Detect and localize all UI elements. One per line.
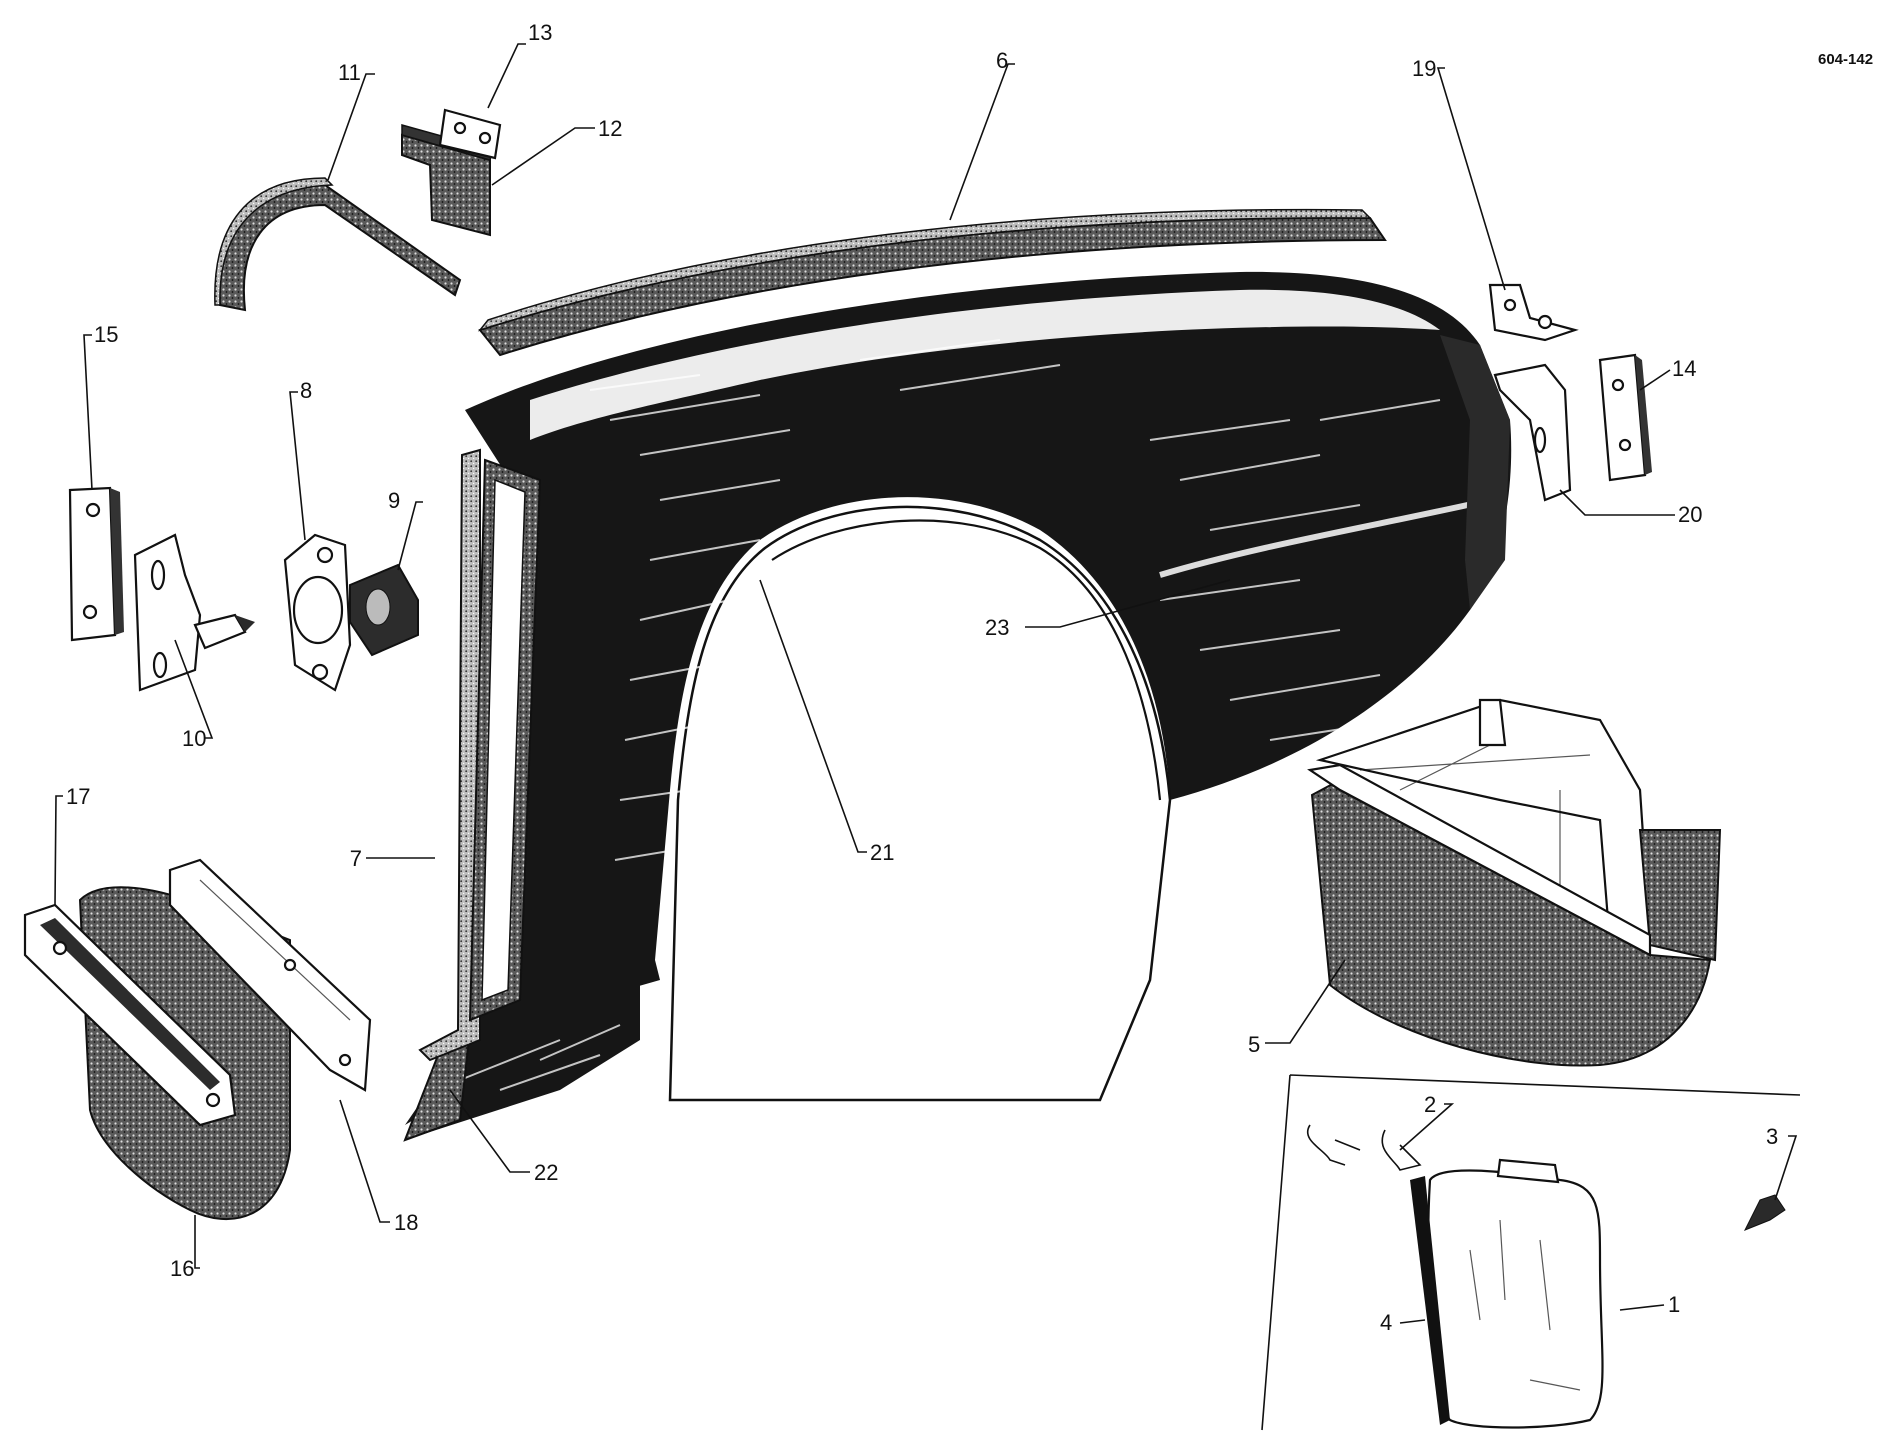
label-21: 21 — [870, 840, 894, 865]
mud-flap-5 — [1307, 698, 1722, 1067]
label-22: 22 — [534, 1160, 558, 1185]
bracket-20 — [1493, 363, 1572, 502]
label-9: 9 — [388, 488, 400, 513]
clips-2 — [1306, 1124, 1422, 1171]
leader-lines — [54, 43, 1798, 1324]
front-seal-strip — [418, 448, 542, 1062]
cover-1 — [1427, 1158, 1604, 1429]
label-6: 6 — [996, 48, 1008, 73]
label-4: 4 — [1380, 1310, 1392, 1335]
lock-plate-8 — [283, 533, 352, 692]
label-14: 14 — [1672, 356, 1696, 381]
plate-14 — [1598, 353, 1652, 482]
bracket-15 — [68, 486, 124, 642]
arch-seal — [214, 177, 462, 312]
screw-3 — [1743, 1194, 1786, 1231]
label-23: 23 — [985, 615, 1009, 640]
label-3: 3 — [1766, 1124, 1778, 1149]
label-12: 12 — [598, 116, 622, 141]
part-labels: 13 12 6 11 19 14 20 15 8 9 23 21 10 7 22… — [66, 20, 1778, 1335]
label-17: 17 — [66, 784, 90, 809]
label-7: 7 — [350, 846, 362, 871]
fender-panel — [403, 271, 1512, 1142]
label-2: 2 — [1424, 1092, 1436, 1117]
label-18: 18 — [394, 1210, 418, 1235]
striker-10 — [133, 533, 255, 692]
inset-box — [1261, 1074, 1801, 1431]
label-13: 13 — [528, 20, 552, 45]
clip-plate-13 — [438, 108, 502, 160]
lock-block-9 — [349, 563, 419, 657]
label-5: 5 — [1248, 1032, 1260, 1057]
label-1: 1 — [1668, 1292, 1680, 1317]
bracket-19 — [1488, 283, 1579, 342]
fender-highlights — [589, 339, 1491, 861]
label-10: 10 — [182, 726, 206, 751]
flap-bracket-18 — [168, 858, 372, 1092]
label-11: 11 — [338, 60, 361, 85]
seal-4 — [1410, 1176, 1450, 1425]
label-20: 20 — [1678, 502, 1702, 527]
top-seal-strip — [477, 208, 1387, 357]
label-8: 8 — [300, 378, 312, 403]
label-16: 16 — [170, 1256, 194, 1281]
drawing-code: 604-142 — [1818, 51, 1873, 68]
label-15: 15 — [94, 322, 118, 347]
label-19: 19 — [1412, 56, 1436, 81]
